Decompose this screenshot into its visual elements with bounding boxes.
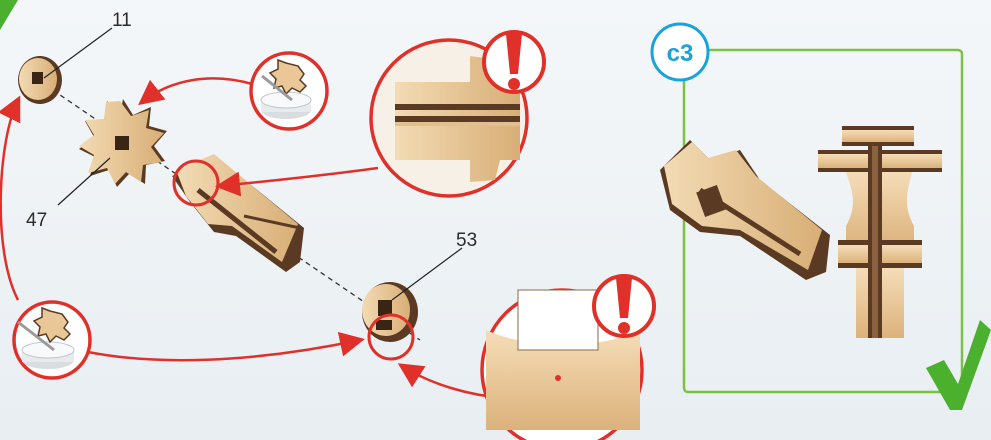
part-number-53: 53 [456, 230, 477, 251]
arrow-glue-to-ring-11 [1, 100, 18, 300]
arrow-glue-to-gear [142, 78, 252, 102]
shaft-part [172, 154, 304, 272]
check-mark-icon [926, 320, 991, 410]
arrow-detail-to-shaft [220, 168, 378, 186]
part-number-11: 11 [112, 10, 132, 31]
leader-line-47 [58, 158, 110, 205]
exclamation-icon [594, 276, 654, 336]
step-label: c3 [667, 40, 694, 67]
leader-line-53 [392, 248, 462, 300]
exclamation-icon [484, 32, 544, 92]
leader-line-11 [44, 28, 112, 78]
glue-bowl-icon [14, 302, 90, 378]
assembled-side-view [818, 126, 942, 338]
step-badge: c3 [652, 24, 708, 80]
part-11-ring [18, 56, 62, 104]
part-number-47: 47 [26, 210, 47, 231]
arrow-glue-to-ring-53 [88, 340, 360, 360]
corner-accent [0, 0, 18, 30]
assembled-shaft-view [660, 140, 830, 280]
glue-bowl-icon [251, 53, 327, 129]
